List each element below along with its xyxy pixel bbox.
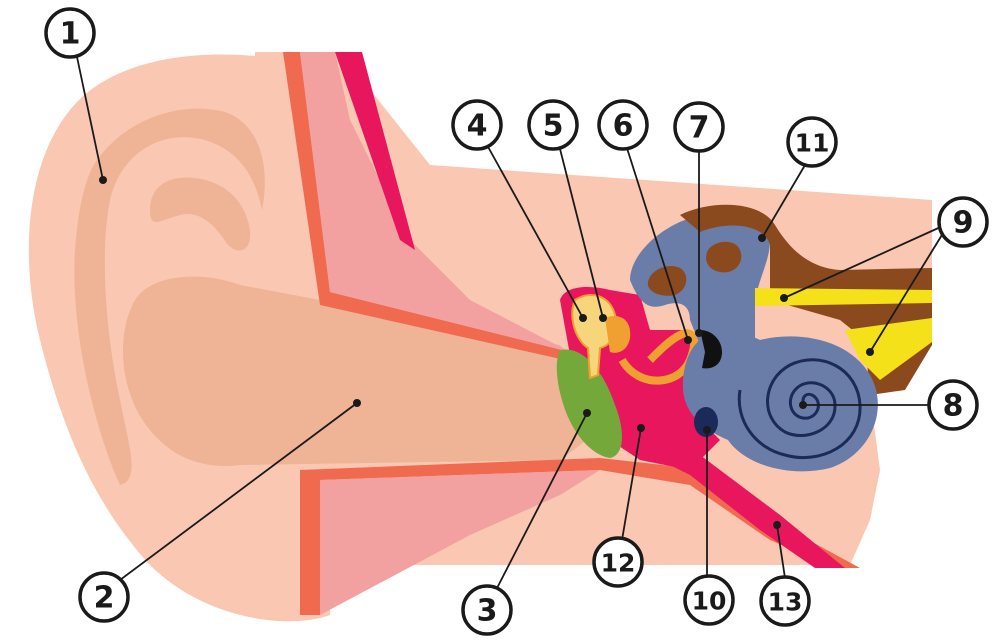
- callout-4-label: 4: [467, 109, 488, 144]
- dot-4: [579, 314, 587, 322]
- dot-9b: [866, 348, 874, 356]
- callout-9: 9: [939, 198, 987, 246]
- callout-2-label: 2: [94, 581, 115, 616]
- callout-9-label: 9: [953, 206, 974, 241]
- callout-12: 12: [594, 538, 642, 586]
- callout-8-label: 8: [943, 389, 964, 424]
- dot-10: [703, 426, 711, 434]
- callout-4: 4: [453, 101, 501, 149]
- callout-6: 6: [599, 101, 647, 149]
- dot-1: [99, 176, 107, 184]
- dot-9a: [780, 294, 788, 302]
- callout-13-label: 13: [768, 588, 803, 617]
- callout-8: 8: [929, 381, 977, 429]
- callout-10: 10: [685, 576, 733, 624]
- callout-5-label: 5: [543, 109, 564, 144]
- dot-8: [799, 401, 807, 409]
- callout-12-label: 12: [601, 549, 636, 578]
- callout-11-label: 11: [795, 129, 830, 158]
- callout-1: 1: [46, 9, 94, 57]
- callout-13: 13: [761, 577, 809, 625]
- callout-10-label: 10: [692, 587, 727, 616]
- dot-3: [583, 409, 591, 417]
- callout-5: 5: [529, 101, 577, 149]
- callout-7: 7: [675, 103, 723, 151]
- dot-5: [599, 314, 607, 322]
- callout-7-label: 7: [689, 111, 710, 146]
- callout-3: 3: [463, 586, 511, 634]
- callout-3-label: 3: [477, 594, 498, 629]
- callout-2: 2: [80, 573, 128, 621]
- dot-7: [695, 329, 703, 337]
- callout-1-label: 1: [60, 17, 81, 52]
- dot-6: [684, 336, 692, 344]
- dot-2: [353, 399, 361, 407]
- dot-12: [637, 424, 645, 432]
- dot-13: [773, 521, 781, 529]
- callout-11: 11: [788, 118, 836, 166]
- callout-6-label: 6: [613, 109, 634, 144]
- dot-11: [758, 234, 766, 242]
